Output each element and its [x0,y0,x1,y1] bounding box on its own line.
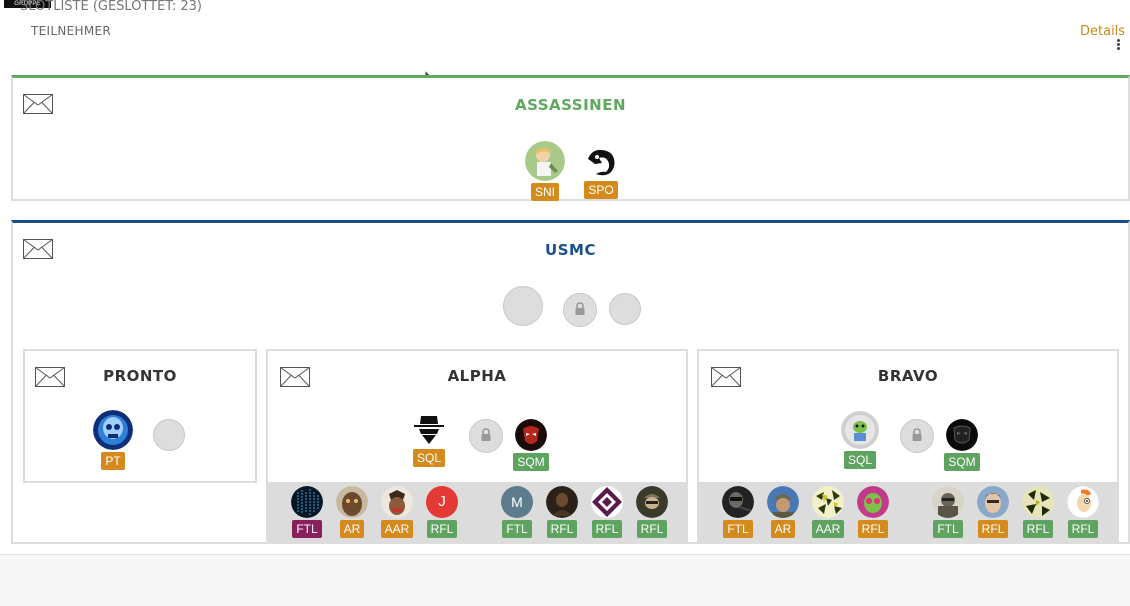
operator-avatar[interactable] [932,486,964,518]
group-assassinen: ASSASSINEN SNI SPO [11,75,1130,201]
slot[interactable]: SNI [525,141,565,201]
participants-label: TEILNEHMER [31,24,111,38]
empty-slot[interactable] [609,293,641,325]
role-badge[interactable]: SPO [584,181,618,199]
squad-title: ALPHA [447,367,507,385]
beast-avatar[interactable] [336,486,368,518]
lock-icon [575,302,585,315]
footer-bar [0,554,1130,606]
black-mask-avatar[interactable] [946,419,978,451]
slot[interactable]: RFL [853,486,893,538]
slot[interactable]: SQM [942,419,982,471]
role-badge[interactable]: RFL [1067,520,1099,538]
slot[interactable]: RFL [542,486,582,538]
hat-spy-avatar[interactable] [411,411,447,447]
green-creature-avatar[interactable] [841,411,879,449]
slot[interactable]: RFL [632,486,672,538]
slot[interactable]: SQM [511,419,551,471]
slot[interactable]: RFL [1063,486,1103,538]
slot[interactable]: AAR [377,486,417,538]
letter-avatar[interactable]: J [426,486,458,518]
locked-slot [469,419,503,453]
squad-pronto: PRONTO PT [23,349,257,483]
pattern-avatar[interactable] [591,486,623,518]
slot[interactable]: SQL [409,411,449,467]
role-badge[interactable]: AR [770,520,796,538]
soldier-avatar[interactable] [636,486,668,518]
role-badge[interactable]: SQL [412,449,445,467]
empty-slot[interactable] [153,419,185,451]
slot[interactable]: FTL [718,486,758,538]
locked-slot [900,419,934,453]
group-title: USMC [545,241,596,259]
face-avatar[interactable] [977,486,1009,518]
group-title: ASSASSINEN [514,96,627,114]
mail-icon[interactable] [280,367,310,387]
role-badge[interactable]: FTL [933,520,963,538]
slot[interactable]: AR [332,486,372,538]
letter-avatar[interactable]: M [501,486,533,518]
mail-icon[interactable] [23,94,53,114]
role-badge[interactable]: AR [339,520,365,538]
mail-icon[interactable] [711,367,741,387]
role-badge[interactable]: AAR [811,520,845,538]
more-menu-icon[interactable] [1114,38,1122,54]
lock-icon [912,428,922,441]
cartoon-head-avatar[interactable] [1067,486,1099,518]
role-badge[interactable]: SNI [530,183,559,201]
slot[interactable]: RFL [973,486,1013,538]
matrix-avatar[interactable] [291,486,323,518]
locked-slot [563,293,597,327]
role-badge[interactable]: RFL [1022,520,1054,538]
black-spiky-creature-avatar[interactable] [584,145,618,179]
cartoon-figure-avatar[interactable] [525,141,565,181]
role-badge[interactable]: RFL [857,520,889,538]
role-badge[interactable]: SQM [513,453,549,471]
warrior-avatar[interactable] [381,486,413,518]
role-badge[interactable]: RFL [977,520,1009,538]
pink-alien-avatar[interactable] [857,486,889,518]
red-mask-avatar[interactable] [515,419,547,451]
mail-icon[interactable] [23,239,53,259]
blue-skull-avatar[interactable] [93,410,133,450]
slot[interactable]: RFL [587,486,627,538]
slot[interactable]: AAR [808,486,848,538]
role-badge[interactable]: SQM [944,453,980,471]
camo-pattern-avatar[interactable] [812,486,844,518]
squad-title: PRONTO [103,367,177,385]
dark-figure-avatar[interactable] [546,486,578,518]
slot[interactable]: SPO [581,145,621,199]
role-badge[interactable]: FTL [292,520,322,538]
slot[interactable]: M FTL [497,486,537,538]
role-badge[interactable]: SQL [843,451,876,469]
helmet-soldier-avatar[interactable] [767,486,799,518]
role-badge[interactable]: RFL [636,520,668,538]
role-badge[interactable]: PT [101,452,125,470]
role-badge[interactable]: FTL [723,520,753,538]
squad-alpha: ALPHA SQL SQM FTL AR AAR J RFL [266,349,688,542]
slot[interactable]: SQL [840,411,880,469]
squad-bravo: BRAVO SQL SQM FTL AR AAR [697,349,1119,542]
slot[interactable]: AR [763,486,803,538]
role-badge[interactable]: RFL [546,520,578,538]
slot[interactable]: FTL [928,486,968,538]
role-badge[interactable]: AAR [380,520,414,538]
slot[interactable]: FTL [287,486,327,538]
mail-icon[interactable] [35,367,65,387]
role-badge[interactable]: RFL [591,520,623,538]
empty-slot[interactable] [503,286,543,326]
slot[interactable]: J RFL [422,486,462,538]
soldier-dark-avatar[interactable] [722,486,754,518]
slot[interactable]: RFL [1018,486,1058,538]
role-badge[interactable]: FTL [502,520,532,538]
role-badge[interactable]: RFL [426,520,458,538]
slotlist-title: SLOTLISTE (GESLOTTET: 23) [20,0,202,14]
camo-avatar[interactable] [1022,486,1054,518]
lock-icon [481,428,491,441]
details-link[interactable]: Details [1080,24,1126,39]
squad-title: BRAVO [877,367,939,385]
slot[interactable]: PT [93,410,133,470]
group-logo: GRUPPE ADLER [4,0,51,15]
